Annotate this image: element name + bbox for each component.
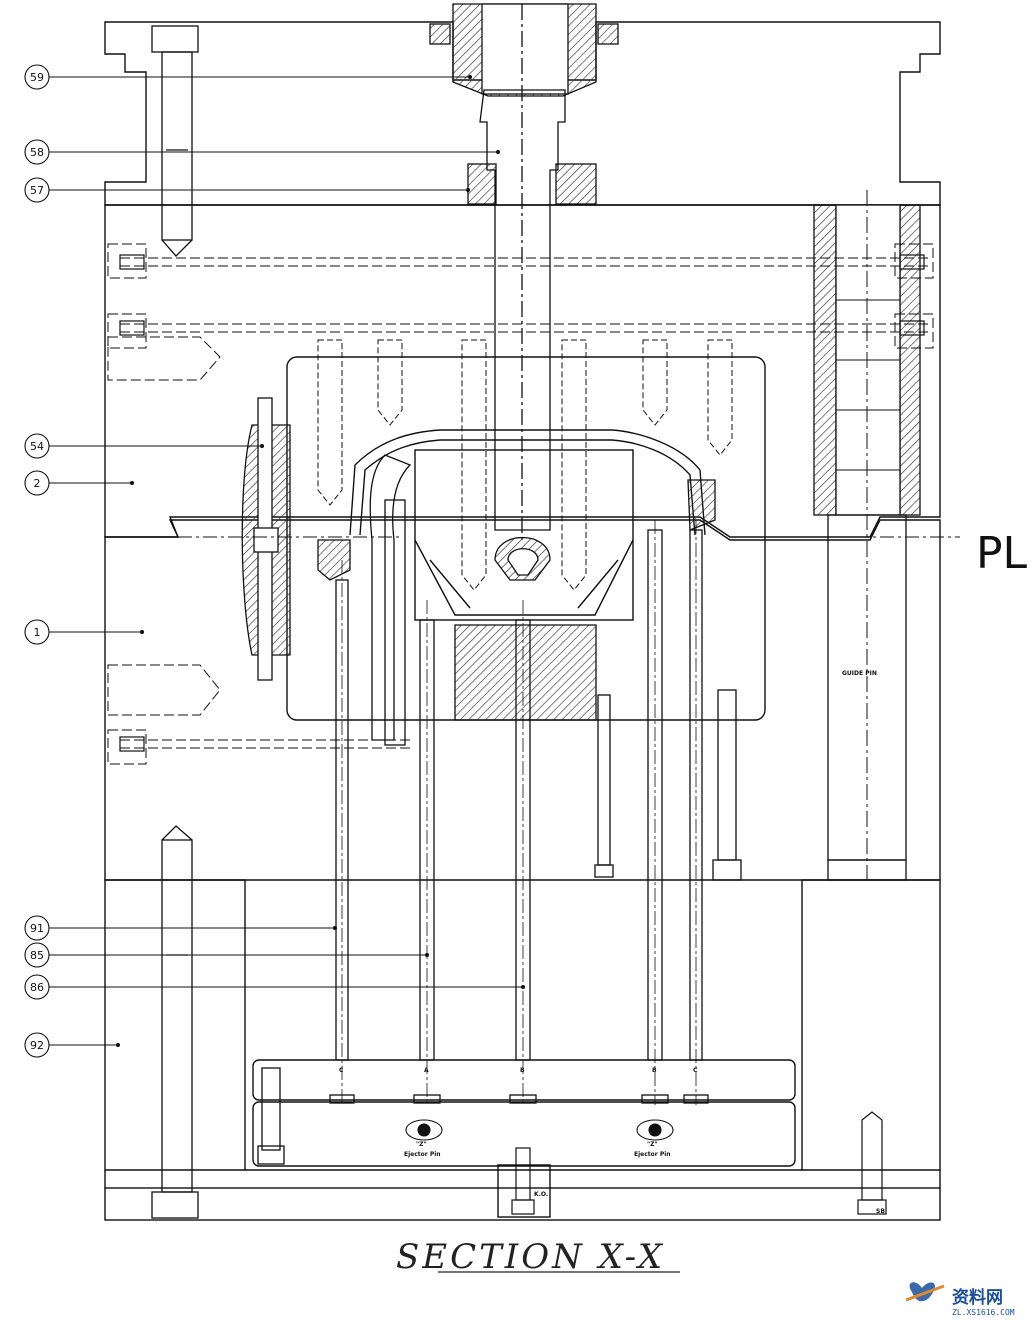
ejector-text-right: Ejector Pin xyxy=(634,1151,671,1158)
ejector-pin-symbol-right xyxy=(636,1119,674,1141)
sprue-bushing xyxy=(479,89,566,531)
ejector-housing-right xyxy=(801,879,941,1171)
callout-91: 91 xyxy=(30,922,44,935)
pin-centerlines xyxy=(341,520,697,1105)
callout-2: 2 xyxy=(34,477,41,490)
core-insert xyxy=(454,537,597,721)
cooling-plugs xyxy=(119,254,925,752)
parting-line-label: PL xyxy=(976,528,1028,579)
callout-85: 85 xyxy=(30,949,44,962)
ejector-mark-left: "Z" xyxy=(416,1141,427,1148)
callouts xyxy=(24,64,523,1058)
pin-letter: B xyxy=(652,1067,657,1074)
ko-screw xyxy=(511,1147,535,1215)
callout-54: 54 xyxy=(30,440,44,453)
pin-letter: C xyxy=(693,1067,698,1074)
clamp-bolt-top xyxy=(151,25,199,257)
ko-label: K.O. xyxy=(534,1191,548,1198)
side-slider xyxy=(241,397,716,746)
pin-letter: C xyxy=(339,1067,344,1074)
sb-stop-bolt xyxy=(857,1111,887,1215)
cavity-cooling-holes xyxy=(317,339,733,591)
sb-label: SB xyxy=(876,1208,885,1215)
section-caption: SECTION X-X xyxy=(396,1237,665,1277)
guide-pin-label: GUIDE PIN xyxy=(842,670,877,677)
ejector-mark-right: "Z" xyxy=(647,1141,658,1148)
bottom-clamp-plate xyxy=(104,1187,941,1221)
ejector-pin-symbol-left xyxy=(405,1119,443,1141)
clamp-bolt-bottom xyxy=(151,825,199,1219)
callout-57: 57 xyxy=(30,184,44,197)
knockout-bushing xyxy=(497,1164,551,1218)
ejector-plate xyxy=(252,1101,796,1167)
product-cavity xyxy=(349,429,706,621)
watermark-name: 资料网 xyxy=(952,1287,1003,1308)
ejector-retainer-plate xyxy=(252,1059,796,1101)
callout-92: 92 xyxy=(30,1039,44,1052)
watermark-logo: 资料网 ZL.XS1616.COM xyxy=(905,1282,1015,1317)
callout-1: 1 xyxy=(34,626,41,639)
guide-pin xyxy=(813,190,921,881)
ejector-text-left: Ejector Pin xyxy=(404,1151,441,1158)
pin-letter: A xyxy=(424,1067,429,1074)
watermark-url: ZL.XS1616.COM xyxy=(952,1308,1015,1317)
ejector-housing xyxy=(104,879,246,1171)
locating-ring xyxy=(429,3,619,205)
pin-letter: B xyxy=(520,1067,525,1074)
callout-59: 59 xyxy=(30,71,44,84)
cooling-lines xyxy=(107,243,934,765)
callout-86: 86 xyxy=(30,981,44,994)
callout-58: 58 xyxy=(30,146,44,159)
